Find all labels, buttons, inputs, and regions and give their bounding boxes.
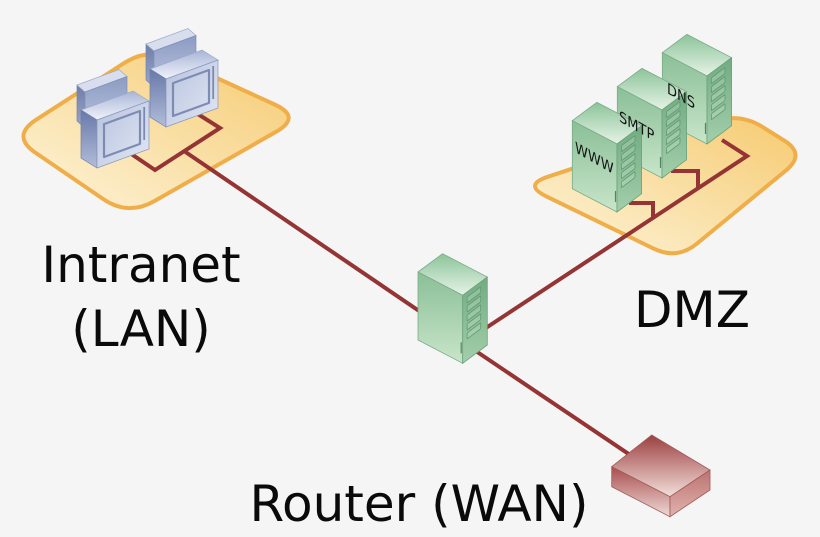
lan-to-firewall-link xyxy=(182,149,452,334)
firewall-to-router-link xyxy=(453,335,647,467)
workstation-right xyxy=(144,27,220,129)
firewall-server xyxy=(417,253,488,364)
www-drop-link xyxy=(629,201,655,219)
firewall-to-dmz-link xyxy=(458,138,751,347)
intranet-label-line2: (LAN) xyxy=(71,300,211,358)
router-label: Router (WAN) xyxy=(250,475,589,533)
smtp-drop-link xyxy=(671,169,700,189)
dmz-label: DMZ xyxy=(634,281,750,339)
network-links xyxy=(122,109,751,467)
lan-bus-link xyxy=(122,109,224,173)
intranet-label-line1: Intranet xyxy=(41,236,240,294)
router-wan xyxy=(610,434,711,518)
